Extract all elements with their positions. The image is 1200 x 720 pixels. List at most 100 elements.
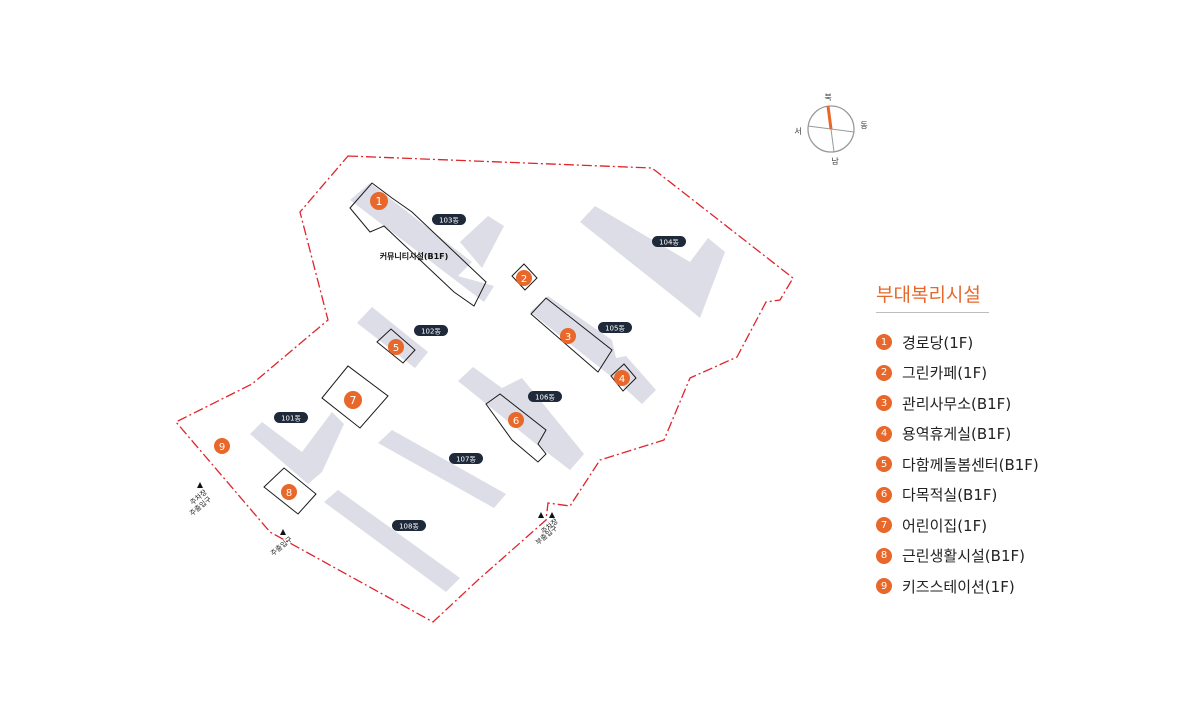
legend-item: 4 용역휴게실(B1F) [876, 419, 1116, 450]
legend-item: 3 관리사무소(B1F) [876, 388, 1116, 419]
legend-label: 어린이집(1F) [902, 516, 988, 535]
entrance-parking-sub: 주차장 부출입구 [534, 512, 560, 547]
building-tag-108: 108동 [392, 520, 426, 531]
svg-text:108동: 108동 [399, 523, 419, 531]
legend-label: 다목적실(B1F) [902, 486, 998, 505]
compass-east: 동 [860, 121, 867, 130]
site-boundary [174, 155, 794, 623]
facility-outlines [263, 182, 637, 515]
legend-label: 용역휴게실(B1F) [902, 425, 1012, 444]
legend-label: 근린생활시설(B1F) [902, 547, 1025, 566]
entrance-arrow-icon [549, 512, 555, 518]
svg-text:2: 2 [521, 274, 527, 285]
building-tag-107: 107동 [449, 453, 483, 464]
legend-number-badge: 8 [876, 547, 892, 564]
compass-north: 북 [824, 93, 831, 102]
facility-outline-5 [376, 328, 416, 364]
building-101-footprint [250, 412, 344, 484]
legend-number-badge: 6 [876, 486, 892, 503]
legend-item: 6 다목적실(B1F) [876, 480, 1116, 511]
legend-item: 2 그린카페(1F) [876, 358, 1116, 389]
building-tag-105: 105동 [598, 322, 632, 333]
facility-markers: 1 2 3 4 5 6 7 8 [214, 192, 630, 500]
facility-marker-6[interactable]: 6 [508, 412, 524, 428]
svg-text:5: 5 [393, 343, 399, 354]
legend-number-badge: 4 [876, 425, 892, 442]
building-tags: 103동 104동 102동 105동 106동 101동 107동 108동 [274, 214, 686, 531]
legend-title: 부대복리시설 [876, 280, 989, 313]
legend-label: 키즈스테이션(1F) [902, 577, 1015, 596]
legend-list: 1 경로당(1F) 2 그린카페(1F) 3 관리사무소(B1F) 4 용역휴게… [876, 327, 1116, 602]
facility-marker-7[interactable]: 7 [344, 391, 362, 409]
legend-item: 9 키즈스테이션(1F) [876, 571, 1116, 602]
facility-marker-4[interactable]: 4 [614, 370, 630, 386]
entrance-arrow-icon [538, 512, 544, 518]
entrance-parking-main: 주차장 주출입구 [188, 482, 214, 518]
facility-legend: 부대복리시설 1 경로당(1F) 2 그린카페(1F) 3 관리사무소(B1F)… [876, 280, 1116, 602]
legend-number-badge: 7 [876, 517, 892, 534]
building-103-footprint [350, 183, 494, 302]
svg-text:105동: 105동 [605, 325, 625, 333]
svg-text:4: 4 [619, 374, 625, 385]
facility-outline-6 [485, 393, 547, 463]
svg-text:8: 8 [286, 488, 292, 499]
building-103-wing [460, 216, 504, 268]
compass-south: 남 [831, 157, 839, 166]
svg-text:101동: 101동 [281, 415, 301, 423]
building-tag-106: 106동 [528, 391, 562, 402]
legend-item: 8 근린생활시설(B1F) [876, 541, 1116, 572]
building-104-footprint [580, 206, 725, 318]
facility-marker-3[interactable]: 3 [560, 328, 576, 344]
legend-label: 다함께돌봄센터(B1F) [902, 455, 1039, 474]
legend-number-badge: 1 [876, 334, 892, 351]
svg-text:주출입구: 주출입구 [269, 534, 295, 558]
svg-text:107동: 107동 [456, 456, 476, 464]
svg-text:7: 7 [350, 394, 357, 407]
svg-text:103동: 103동 [439, 217, 459, 225]
building-108-footprint [324, 490, 460, 592]
entrance-arrow-icon [197, 482, 203, 488]
community-facility-label: 커뮤니티시설(B1F) [380, 251, 449, 261]
legend-number-badge: 3 [876, 395, 892, 412]
svg-text:102동: 102동 [421, 328, 441, 336]
compass: 북 동 남 서 [794, 93, 867, 166]
svg-text:3: 3 [565, 332, 571, 343]
facility-marker-2[interactable]: 2 [516, 270, 532, 286]
facility-outline-1 [349, 182, 487, 307]
compass-west: 서 [794, 127, 801, 136]
facility-marker-5[interactable]: 5 [388, 339, 404, 355]
facility-outline-3 [530, 297, 613, 373]
facility-marker-1[interactable]: 1 [370, 192, 388, 210]
entrance-main-gate: 주출입구 [269, 529, 295, 558]
compass-needle [826, 105, 833, 130]
facility-outline-7 [321, 365, 389, 429]
facility-outline-4 [610, 363, 637, 392]
facility-outline-8 [263, 467, 317, 515]
building-tag-104: 104동 [652, 236, 686, 247]
svg-text:106동: 106동 [535, 394, 555, 402]
building-105-footprint [530, 296, 656, 404]
svg-text:1: 1 [376, 195, 383, 208]
legend-item: 1 경로당(1F) [876, 327, 1116, 358]
facility-marker-9[interactable]: 9 [214, 438, 230, 454]
legend-item: 5 다함께돌봄센터(B1F) [876, 449, 1116, 480]
building-tag-103: 103동 [432, 214, 466, 225]
legend-label: 관리사무소(B1F) [902, 394, 1012, 413]
building-102-footprint [357, 307, 428, 368]
svg-text:9: 9 [219, 442, 225, 453]
building-tag-101: 101동 [274, 412, 308, 423]
legend-label: 그린카페(1F) [902, 364, 988, 383]
legend-number-badge: 2 [876, 364, 892, 381]
building-tag-102: 102동 [414, 325, 448, 336]
building-107-footprint [378, 430, 506, 508]
legend-number-badge: 5 [876, 456, 892, 473]
legend-item: 7 어린이집(1F) [876, 510, 1116, 541]
facility-marker-8[interactable]: 8 [281, 484, 297, 500]
svg-text:6: 6 [513, 416, 519, 427]
legend-number-badge: 9 [876, 578, 892, 595]
entrance-arrow-icon [280, 529, 286, 535]
svg-text:104동: 104동 [659, 239, 679, 247]
legend-label: 경로당(1F) [902, 333, 974, 352]
facility-outline-2 [511, 263, 538, 291]
